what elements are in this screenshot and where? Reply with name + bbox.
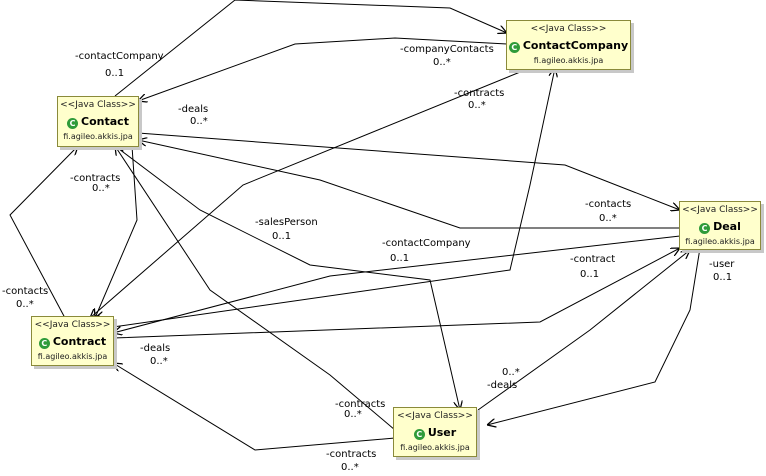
role-label-contract-deals: -deals xyxy=(140,343,171,354)
role-label-contact-contracts: -contracts xyxy=(70,173,121,184)
stereotype-label: <<Java Class>> xyxy=(397,411,473,421)
edge-contactcompany-to-contact xyxy=(138,37,508,101)
role-label-contract-contacts: -contacts xyxy=(2,286,49,297)
class-icon: C xyxy=(67,118,79,129)
package-label: fi.agileo.akkis.jpa xyxy=(533,56,604,65)
package-label: fi.agileo.akkis.jpa xyxy=(37,352,108,361)
class-icon: C xyxy=(508,42,520,53)
edge-contact-to-deal xyxy=(137,132,680,210)
multiplicity-label-contract-deals: 0..* xyxy=(150,356,168,367)
stereotype-label: <<Java Class>> xyxy=(682,205,758,215)
role-label-company-contacts: -companyContacts xyxy=(400,44,494,55)
edge-contract-to-deal xyxy=(112,248,680,339)
role-label-sales-person: -salesPerson xyxy=(255,217,318,228)
edge-contactcompany-to-contract xyxy=(90,67,531,318)
multiplicity-label-sales-person: 0..1 xyxy=(272,231,292,242)
role-label-deal-contract: -contract xyxy=(570,254,616,265)
role-label-contact-company: -contactCompany xyxy=(75,51,164,62)
role-label-deal-contacts: -contacts xyxy=(585,199,632,210)
multiplicity-label-contact-company: 0..1 xyxy=(105,68,125,79)
package-label: fi.agileo.akkis.jpa xyxy=(685,237,755,246)
package-label: fi.agileo.akkis.jpa xyxy=(63,132,133,141)
edge-user-to-deal xyxy=(477,250,690,411)
role-label-contract-user-contracts: -contracts xyxy=(326,449,377,460)
role-label-contact-deals: -deals xyxy=(178,104,209,115)
stereotype-label: <<Java Class>> xyxy=(34,320,111,330)
edge-contact-to-contract xyxy=(95,145,138,318)
edge-deal-to-user xyxy=(487,247,701,425)
edge-contact-to-contactcompany xyxy=(114,0,507,97)
role-label-cc-contracts: -contracts xyxy=(454,88,505,99)
edge-user-to-contract xyxy=(113,363,396,451)
multiplicity-label-deal-contacts: 0..* xyxy=(599,213,617,224)
multiplicity-label-company-contacts: 0..* xyxy=(433,57,451,68)
multiplicity-label-contract-contacts: 0..* xyxy=(16,299,34,310)
multiplicity-label-cc-contracts: 0..* xyxy=(468,100,486,111)
multiplicity-label-contact-deals: 0..* xyxy=(190,116,208,127)
role-label-user-contracts: -contracts xyxy=(335,399,386,410)
multiplicity-label-deal-contract: 0..1 xyxy=(580,269,600,280)
edge-contract-to-contact xyxy=(9,146,78,319)
role-label-contract-contact-company: -contactCompany xyxy=(382,238,471,249)
package-label: fi.agileo.akkis.jpa xyxy=(400,443,470,452)
stereotype-label: <<Java Class>> xyxy=(60,100,136,110)
stereotype-label: <<Java Class>> xyxy=(530,24,607,34)
multiplicity-label-deal-user: 0..1 xyxy=(713,272,733,283)
edge-deal-to-contact xyxy=(138,140,680,229)
multiplicity-label-contact-contracts: 0..* xyxy=(92,183,110,194)
class-icon: C xyxy=(413,429,425,440)
edge-contact-to-user xyxy=(114,145,460,410)
role-label-deal-user: -user xyxy=(709,259,735,270)
class-icon: C xyxy=(699,223,711,234)
class-icon: C xyxy=(38,338,50,349)
multiplicity-label-user-deals: 0..* xyxy=(502,367,520,378)
multiplicity-label-contract-user-contracts: 0..* xyxy=(341,462,359,473)
edge-user-to-contact xyxy=(115,146,396,431)
multiplicity-label-user-contracts: 0..* xyxy=(344,409,362,420)
edge-deal-to-contract xyxy=(113,235,681,333)
multiplicity-label-contract-contact-company: 0..1 xyxy=(390,253,410,264)
edge-contract-to-contactcompany xyxy=(112,68,555,328)
role-label-user-deals: -deals xyxy=(487,380,518,391)
